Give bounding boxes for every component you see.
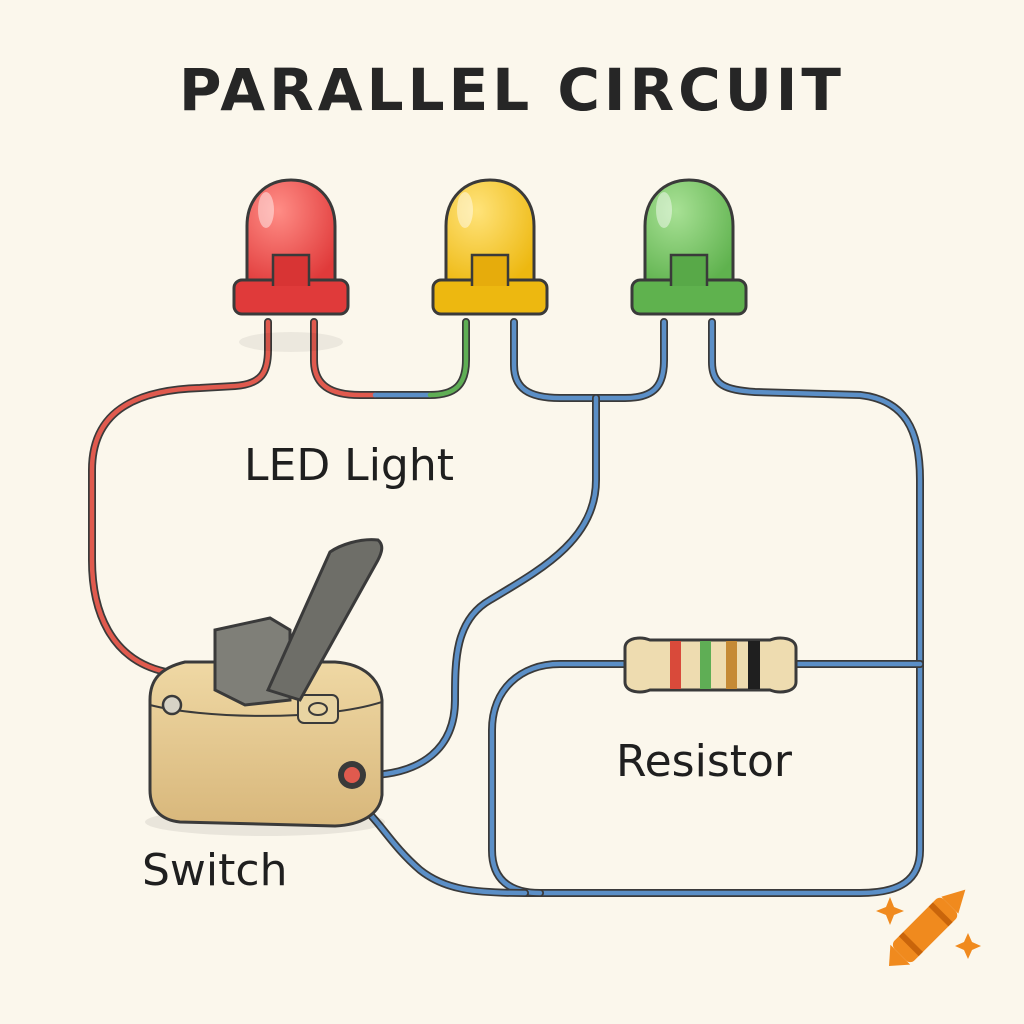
wire-green-to-right-loop xyxy=(521,318,924,897)
resistor-band-1 xyxy=(670,641,681,689)
sparkle-icon xyxy=(955,933,981,959)
resistor-band-2 xyxy=(700,641,711,689)
resistor-band-3 xyxy=(726,641,737,689)
crayon-icon xyxy=(888,889,966,967)
switch-lever xyxy=(265,538,384,702)
led-yellow xyxy=(431,178,549,316)
wire-resistor-loop xyxy=(488,660,634,897)
led-green xyxy=(630,178,748,316)
sparkle-icon xyxy=(876,897,904,925)
wire-red-to-yellow xyxy=(310,318,470,399)
led-light-label: LED Light xyxy=(244,440,454,491)
led-red xyxy=(232,178,350,352)
red-wire-switch-to-led xyxy=(88,318,272,676)
resistor xyxy=(623,636,798,694)
resistor-band-4 xyxy=(748,641,760,689)
wires xyxy=(88,318,924,897)
switch-label: Switch xyxy=(142,845,288,896)
wire-yellow-to-junction xyxy=(510,318,668,402)
diagram-title: PARALLEL CIRCUIT xyxy=(179,56,845,124)
resistor-label: Resistor xyxy=(616,736,792,787)
switch xyxy=(145,538,385,836)
